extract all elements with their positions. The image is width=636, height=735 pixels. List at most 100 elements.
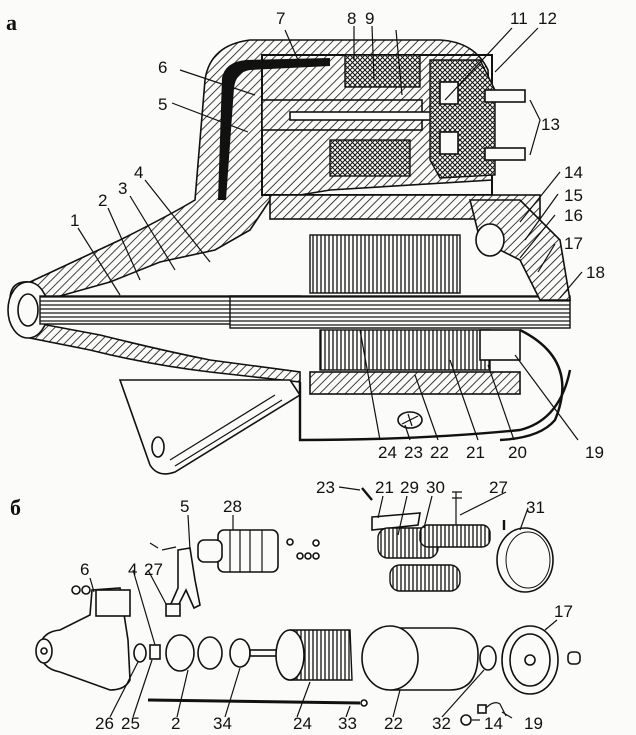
callout-b-26: 26	[95, 714, 114, 733]
callout-a-8: 8	[347, 9, 356, 28]
callout-b-21: 21	[375, 478, 394, 497]
contact-plate-lower	[439, 131, 459, 155]
callout-a-23: 23	[404, 443, 423, 462]
callout-a-6: 6	[158, 58, 167, 77]
brush-holder	[479, 329, 521, 361]
callout-b-32: 32	[432, 714, 451, 733]
callout-b-29: 29	[400, 478, 419, 497]
exploded-nose-bore	[40, 647, 48, 655]
exploded-housing-boss	[95, 589, 131, 617]
exploded-end-cover-bushing	[524, 654, 536, 666]
callout-b-31: 31	[526, 498, 545, 517]
exploded-cover-band	[496, 527, 554, 593]
field-coil-lower	[319, 329, 491, 371]
armature-core	[309, 234, 461, 294]
callout-b-4: 4	[128, 560, 137, 579]
exploded-seal-32	[479, 645, 497, 671]
exploded-brush-wire	[485, 702, 507, 717]
panel-b-leaders	[89, 486, 558, 721]
panel-a-cutaway: а	[6, 10, 572, 475]
nose-bore-inner	[17, 293, 39, 327]
panel-a-leaders	[77, 25, 583, 441]
callout-b-2: 2	[171, 714, 180, 733]
exploded-field-terminal	[452, 491, 462, 525]
exploded-drive-clutch	[197, 636, 223, 670]
exploded-lever-pin	[149, 542, 177, 551]
exploded-pole-shoe	[371, 512, 421, 531]
callout-a-7: 7	[276, 9, 285, 28]
yoke-shell	[298, 369, 572, 442]
callout-a-2: 2	[98, 191, 107, 210]
exploded-armature-end	[275, 629, 305, 681]
exploded-washer-26	[133, 643, 147, 663]
exploded-lever-block	[165, 603, 181, 617]
panel-b-label: б	[10, 495, 21, 520]
callout-b-5: 5	[180, 497, 189, 516]
contact-bolt-bottom	[484, 147, 526, 161]
mounting-flange	[118, 379, 302, 475]
callout-a-22: 22	[430, 443, 449, 462]
exploded-solenoid-nut-4	[312, 552, 320, 560]
exploded-field-coil-lower	[389, 564, 461, 592]
exploded-solenoid	[217, 529, 279, 573]
exploded-yoke-open-end	[361, 625, 419, 691]
callout-b-19: 19	[524, 714, 543, 733]
callout-a-12: 12	[538, 9, 557, 28]
exploded-nut-2	[81, 585, 91, 595]
exploded-solenoid-nut-5	[312, 539, 320, 547]
panel-b-callouts: 23 21 29 30 27 31 28 5 6 4 27 17 26 25 2…	[80, 478, 573, 733]
callout-b-33: 33	[338, 714, 357, 733]
exploded-solenoid-windings	[229, 530, 263, 572]
callout-a-3: 3	[118, 179, 127, 198]
exploded-tie-rod-nut	[360, 699, 368, 707]
exploded-ring-25	[149, 644, 161, 660]
callout-b-14: 14	[484, 714, 503, 733]
callout-a-15: 15	[564, 186, 583, 205]
exploded-solenoid-nut-2	[296, 552, 304, 560]
bushing	[475, 223, 505, 257]
exploded-nut-14	[460, 714, 472, 726]
armature-shaft	[229, 295, 571, 329]
callout-b-28: 28	[223, 497, 242, 516]
callout-a-17: 17	[564, 234, 583, 253]
callout-a-11: 11	[510, 9, 528, 28]
callout-a-5: 5	[158, 95, 167, 114]
callout-a-16: 16	[564, 206, 583, 225]
panel-b-exploded: б	[10, 487, 581, 726]
callout-a-13: 13	[541, 115, 560, 134]
exploded-screw-23	[361, 487, 373, 501]
callout-a-20: 20	[508, 443, 527, 462]
solenoid-winding-bottom	[329, 139, 411, 177]
exploded-drive-pinion	[165, 634, 195, 672]
callout-b-27-top: 27	[489, 478, 508, 497]
exploded-end-cap-plug	[567, 651, 581, 665]
callout-a-14: 14	[564, 163, 583, 182]
callout-b-25: 25	[121, 714, 140, 733]
callout-b-27-lever: 27	[144, 560, 163, 579]
contact-bolt-top	[484, 89, 526, 103]
exploded-solenoid-plunger	[197, 539, 223, 563]
callout-a-18: 18	[586, 263, 605, 282]
callout-a-21: 21	[466, 443, 485, 462]
solenoid-winding-top	[344, 54, 421, 88]
callout-b-30: 30	[426, 478, 445, 497]
panel-a-label: а	[6, 10, 17, 35]
callout-a-9: 9	[365, 9, 374, 28]
exploded-solenoid-nut-1	[286, 538, 294, 546]
exploded-washer-34	[229, 638, 251, 668]
contact-plate-upper	[439, 81, 459, 105]
exploded-field-coil-right	[419, 524, 491, 548]
flange-rib	[169, 394, 283, 467]
callout-b-23: 23	[316, 478, 335, 497]
end-cap-curve	[499, 328, 564, 442]
housing-inner-gap	[218, 58, 330, 200]
callout-b-34: 34	[213, 714, 232, 733]
callout-b-17: 17	[554, 602, 573, 621]
callout-a-19: 19	[585, 443, 604, 462]
exploded-tie-rod	[147, 698, 361, 705]
callout-b-24: 24	[293, 714, 312, 733]
exploded-brush-19	[477, 704, 487, 714]
callout-b-22: 22	[384, 714, 403, 733]
callout-a-4: 4	[134, 163, 143, 182]
